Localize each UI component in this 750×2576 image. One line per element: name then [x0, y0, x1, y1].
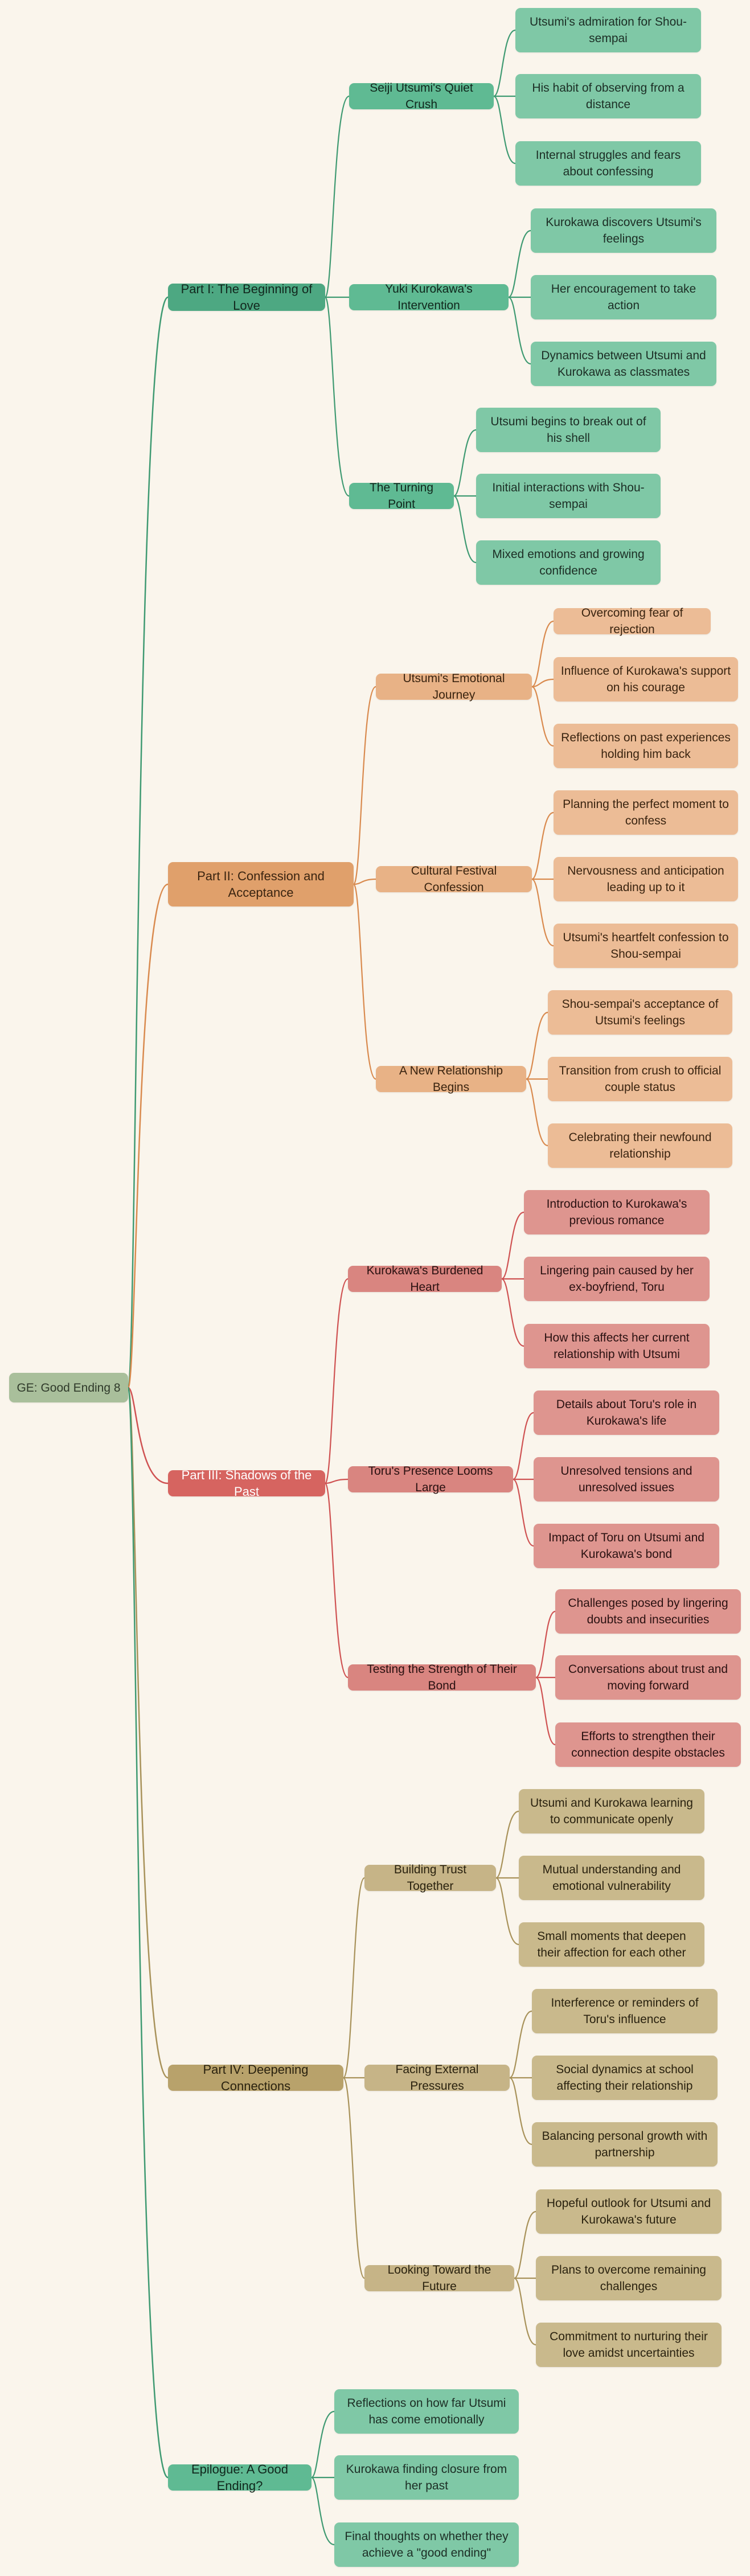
part-3-section-1: Kurokawa's Burdened Heart — [348, 1264, 502, 1294]
part-2-section-2-item-1: Planning the perfect moment to confess — [554, 790, 738, 835]
part-4-section-2-item-2: Social dynamics at school affecting thei… — [532, 2056, 718, 2100]
part-4-section-3: Looking Toward the Future — [364, 2263, 514, 2293]
part-1-section-2-item-3: Dynamics between Utsumi and Kurokawa as … — [531, 342, 716, 386]
part-1-section-3-item-1: Utsumi begins to break out of his shell — [476, 408, 661, 452]
part-4-node: Part IV: Deepening Connections — [168, 2062, 343, 2093]
part-3-section-1-item-3: How this affects her current relationshi… — [524, 1324, 710, 1368]
epilogue-item-2: Kurokawa finding closure from her past — [334, 2455, 519, 2500]
part-4-section-2-item-1: Interference or reminders of Toru's infl… — [532, 1989, 718, 2033]
link-root-part-3 — [128, 1387, 169, 1484]
part-3-section-3-item-2: Conversations about trust and moving for… — [555, 1655, 741, 1700]
part-3-section-2-item-1: Details about Toru's role in Kurokawa's … — [534, 1390, 719, 1435]
part-1-section-1: Seiji Utsumi's Quiet Crush — [349, 81, 494, 111]
part-1-section-1-item-1: Utsumi's admiration for Shou-sempai — [515, 8, 701, 52]
root-node: GE: Good Ending 8 — [9, 1373, 128, 1402]
part-3-section-2: Toru's Presence Looms Large — [348, 1465, 513, 1494]
link-root-part-2 — [127, 883, 169, 1389]
part-2-section-2-item-2: Nervousness and anticipation leading up … — [554, 857, 738, 901]
part-2-section-1-item-2: Influence of Kurokawa's support on his c… — [554, 657, 738, 702]
part-2-section-2-item-3: Utsumi's heartfelt confession to Shou-se… — [554, 924, 738, 968]
part-4-section-3-item-3: Commitment to nurturing their love amids… — [536, 2323, 722, 2367]
part-1-section-2: Yuki Kurokawa's Intervention — [349, 282, 509, 312]
part-2-section-2: Cultural Festival Confession — [376, 864, 532, 894]
part-3-section-3-item-3: Efforts to strengthen their connection d… — [555, 1722, 741, 1767]
part-4-section-3-item-1: Hopeful outlook for Utsumi and Kurokawa'… — [536, 2189, 722, 2234]
part-4-section-1-item-1: Utsumi and Kurokawa learning to communic… — [519, 1789, 704, 1833]
part-4-section-2-item-3: Balancing personal growth with partnersh… — [532, 2122, 718, 2167]
link-root-part-1 — [127, 296, 169, 1389]
part-2-section-3-item-2: Transition from crush to official couple… — [548, 1057, 732, 1101]
part-2-section-3: A New Relationship Begins — [376, 1064, 526, 1094]
part-4-section-1-item-2: Mutual understanding and emotional vulne… — [519, 1856, 704, 1900]
part-4-section-2: Facing External Pressures — [364, 2063, 510, 2093]
part-3-section-2-item-3: Impact of Toru on Utsumi and Kurokawa's … — [534, 1524, 719, 1568]
part-1-section-3-item-2: Initial interactions with Shou-sempai — [476, 474, 661, 518]
part-1-section-3-item-3: Mixed emotions and growing confidence — [476, 540, 661, 585]
link-root-epilogue — [127, 1387, 169, 2479]
part-3-section-3-item-1: Challenges posed by lingering doubts and… — [555, 1589, 741, 1634]
part-2-section-1: Utsumi's Emotional Journey — [376, 672, 532, 702]
part-2-section-1-item-3: Reflections on past experiences holding … — [554, 724, 738, 768]
part-2-section-3-item-1: Shou-sempai's acceptance of Utsumi's fee… — [548, 990, 732, 1035]
part-4-section-3-item-2: Plans to overcome remaining challenges — [536, 2256, 722, 2300]
part-3-section-1-item-2: Lingering pain caused by her ex-boyfrien… — [524, 1257, 710, 1301]
part-2-section-1-item-1: Overcoming fear of rejection — [554, 606, 711, 636]
part-3-section-3: Testing the Strength of Their Bond — [348, 1663, 536, 1692]
part-4-section-1-item-3: Small moments that deepen their affectio… — [519, 1922, 704, 1967]
part-1-section-3: The Turning Point — [349, 481, 454, 511]
part-2-node: Part II: Confession and Acceptance — [168, 862, 354, 906]
part-3-section-1-item-1: Introduction to Kurokawa's previous roma… — [524, 1190, 710, 1234]
part-1-section-2-item-2: Her encouragement to take action — [531, 275, 716, 319]
part-3-section-2-item-2: Unresolved tensions and unresolved issue… — [534, 1457, 719, 1502]
epilogue-item-3: Final thoughts on whether they achieve a… — [334, 2522, 519, 2567]
part-2-section-3-item-3: Celebrating their newfound relationship — [548, 1123, 732, 1168]
part-4-section-1: Building Trust Together — [364, 1863, 496, 1893]
epilogue-node: Epilogue: A Good Ending? — [168, 2462, 312, 2493]
part-1-section-1-item-3: Internal struggles and fears about confe… — [515, 141, 701, 186]
part-1-section-1-item-2: His habit of observing from a distance — [515, 74, 701, 118]
epilogue-item-1: Reflections on how far Utsumi has come e… — [334, 2389, 519, 2434]
link-root-part-4 — [127, 1387, 169, 2079]
part-1-node: Part I: The Beginning of Love — [168, 282, 325, 313]
part-3-node: Part III: Shadows of the Past — [168, 1468, 325, 1499]
part-1-section-2-item-1: Kurokawa discovers Utsumi's feelings — [531, 208, 716, 253]
